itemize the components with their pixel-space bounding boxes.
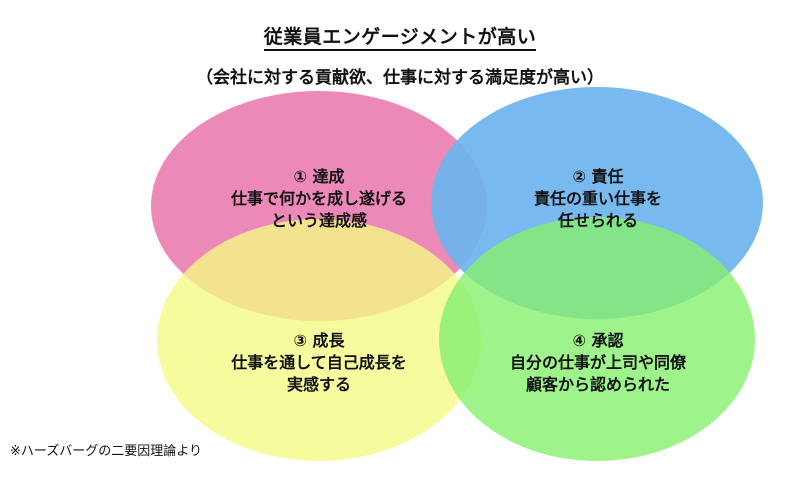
label-achievement-line2: という達成感 bbox=[270, 211, 367, 230]
label-achievement-heading: ① 達成 bbox=[293, 167, 345, 186]
ellipse-recognition bbox=[439, 217, 755, 461]
label-growth-line2: 実感する bbox=[286, 375, 351, 394]
label-responsibility: ② 責任 責任の重い仕事を 任せられる bbox=[493, 166, 703, 232]
label-recognition: ④ 承認 自分の仕事が上司や同僚 顧客から認められた bbox=[493, 330, 703, 396]
diagram-title: 従業員エンゲージメントが高い bbox=[0, 22, 800, 51]
label-recognition-line2: 顧客から認められた bbox=[525, 375, 670, 394]
footnote: ※ハーズバーグの二要因理論より bbox=[10, 444, 202, 459]
label-responsibility-line1: 責任の重い仕事を bbox=[533, 189, 662, 208]
label-recognition-heading: ④ 承認 bbox=[572, 331, 624, 350]
label-growth-heading: ③ 成長 bbox=[293, 331, 345, 350]
diagram-title-text: 従業員エンゲージメントが高い bbox=[263, 26, 537, 51]
diagram-subtitle: （会社に対する貢献欲、仕事に対する満足度が高い） bbox=[196, 68, 604, 88]
label-responsibility-line2: 任せられる bbox=[557, 211, 638, 230]
ellipse-growth bbox=[157, 219, 481, 461]
label-achievement: ① 達成 仕事で何かを成し遂げる という達成感 bbox=[214, 166, 424, 232]
label-achievement-line1: 仕事で何かを成し遂げる bbox=[230, 189, 407, 208]
label-growth: ③ 成長 仕事を通して自己成長を 実感する bbox=[214, 330, 424, 396]
label-growth-line1: 仕事を通して自己成長を bbox=[231, 353, 407, 372]
label-recognition-line1: 自分の仕事が上司や同僚 bbox=[509, 353, 686, 372]
label-responsibility-heading: ② 責任 bbox=[572, 167, 624, 186]
